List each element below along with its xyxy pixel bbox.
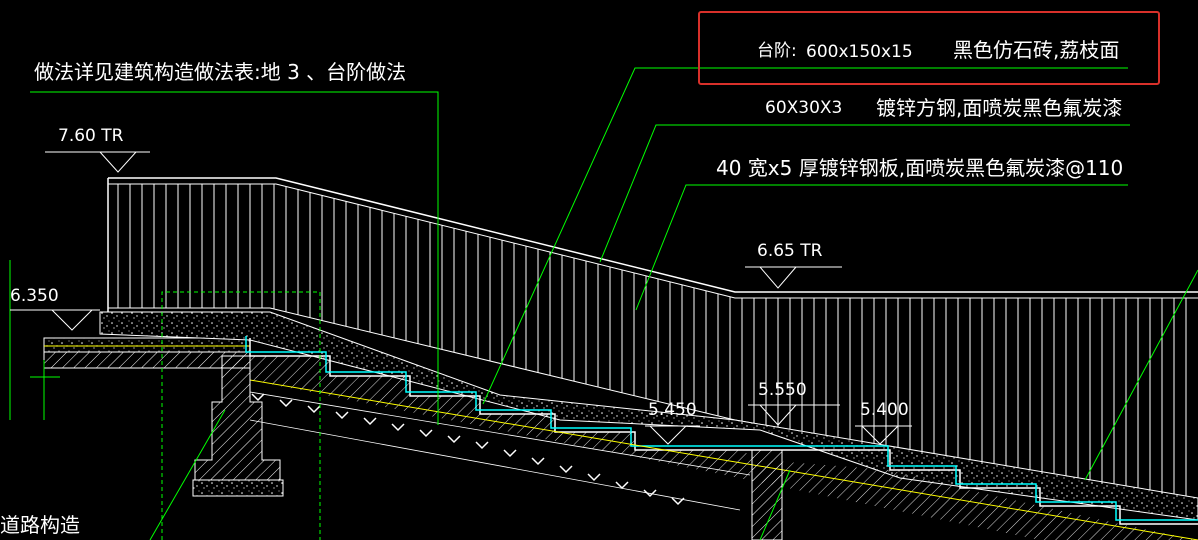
leader-railing-tube (599, 124, 1130, 263)
handrail-top (108, 177, 1198, 293)
railing-plate: 40 宽x5 厚镀锌钢板,面喷炭黑色氟炭漆@110 (716, 156, 1124, 180)
railing-tube-finish: 镀锌方钢,面喷炭黑色氟炭漆 (876, 96, 1123, 120)
elevation-5.400: 5.400 (860, 400, 909, 420)
elevation-markers (10, 151, 912, 445)
step-spec-label: 台阶: (757, 41, 797, 61)
elevation-7.60-tr: 7.60 TR (58, 126, 124, 146)
method-note: 做法详见建筑构造做法表:地 3 、台阶做法 (34, 60, 407, 84)
step-spec-size: 600x150x15 (806, 42, 913, 62)
elevation-5.450: 5.450 (648, 400, 697, 420)
yellow-finish-line (249, 379, 1198, 540)
leaders (9, 67, 1198, 540)
railing-tube: 60X30X3 (765, 98, 843, 118)
balusters (117, 184, 1187, 498)
leader-right-edge (1084, 269, 1198, 481)
elevation-marker-5.400 (855, 425, 912, 445)
handrail-second (108, 183, 1198, 299)
railing (107, 177, 1198, 501)
highlight-box (698, 11, 1160, 85)
stair-top-fill (99, 311, 1198, 521)
stair-section (43, 311, 1198, 540)
soil-triangles (251, 393, 685, 506)
elevation-6.350: 6.350 (10, 286, 59, 306)
platform-hatch (43, 351, 251, 369)
leader-railing-plate (635, 184, 1128, 311)
leader-right-column (759, 469, 791, 540)
elevation-marker-5.550 (748, 404, 840, 426)
leader-step-spec (482, 67, 1128, 405)
stair-structure-hatch (250, 356, 1198, 540)
elevation-marker-6.350 (10, 309, 100, 331)
leader-method-note (30, 91, 439, 425)
elevation-marker-5.450 (645, 425, 700, 445)
elevation-marker-7.60 (45, 151, 150, 173)
elevation-6.65-tr: 6.65 TR (757, 241, 823, 261)
leader-column (149, 409, 226, 540)
waterproof-line (245, 336, 1198, 521)
platform-slab (43, 337, 251, 353)
footing-base (192, 479, 284, 497)
step-spec-material: 黑色仿石砖,荔枝面 (953, 38, 1120, 62)
road-line-1 (249, 391, 751, 476)
road-note: 道路构造 (0, 513, 80, 537)
elevation-marker-6.65 (745, 266, 842, 289)
support-column-right (751, 449, 783, 540)
road-line-2 (249, 419, 741, 511)
elevation-5.550: 5.550 (758, 380, 807, 400)
